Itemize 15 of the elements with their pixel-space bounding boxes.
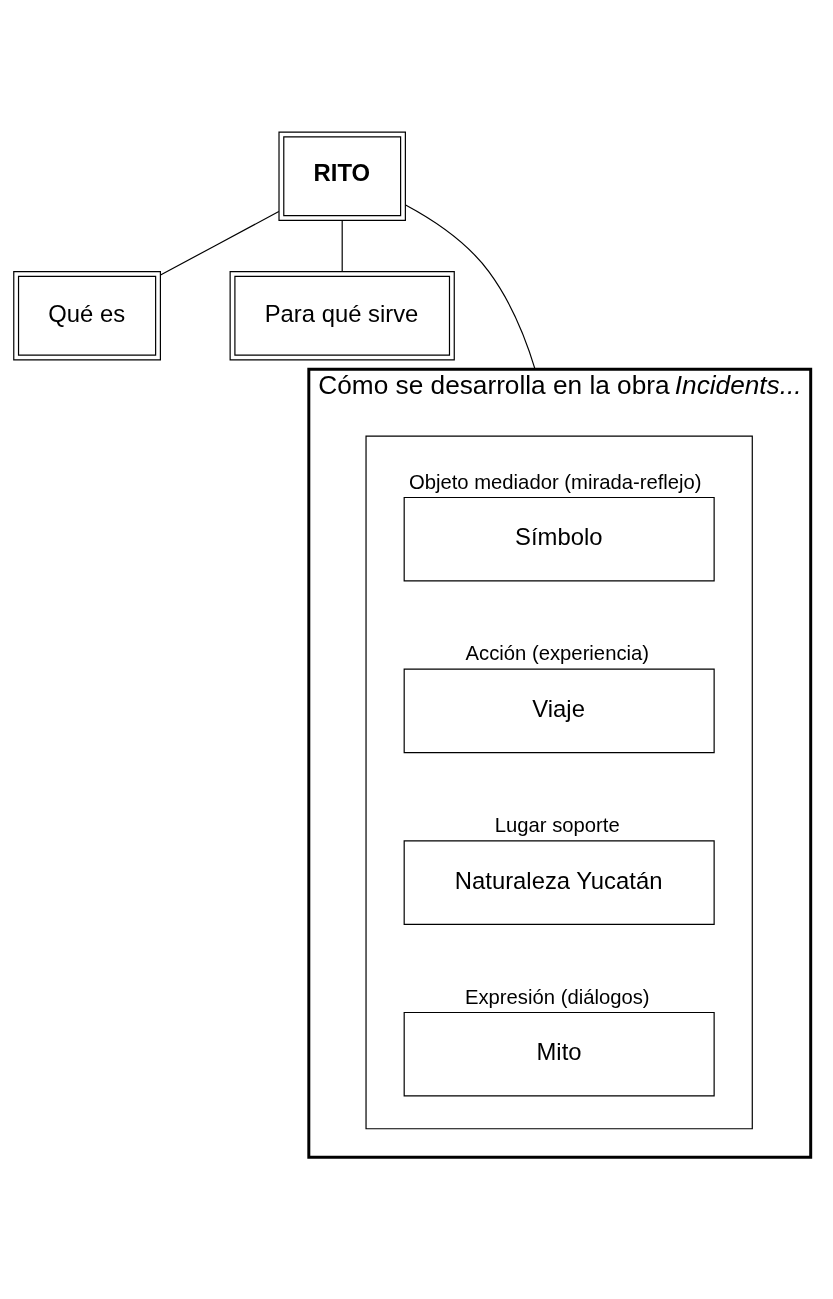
connector xyxy=(404,204,536,370)
node-box: Mito xyxy=(403,1011,715,1097)
node-box: RITO xyxy=(277,131,406,221)
connector xyxy=(341,219,343,272)
connector xyxy=(159,210,279,276)
node-label: Acción (experiencia) xyxy=(465,642,649,665)
node-box: Símbolo xyxy=(403,496,715,582)
node-label: Objeto mediador (mirada-reflejo) xyxy=(408,470,702,493)
node-box: Naturaleza Yucatán xyxy=(403,840,715,925)
node-label: Expresión (diálogos) xyxy=(464,985,650,1008)
node-box: Qué es xyxy=(12,271,161,361)
node-label: Lugar soporte xyxy=(494,814,620,837)
node-box: Para qué sirve xyxy=(229,271,455,361)
cluster xyxy=(364,435,753,1130)
node-box: Viaje xyxy=(403,668,715,754)
